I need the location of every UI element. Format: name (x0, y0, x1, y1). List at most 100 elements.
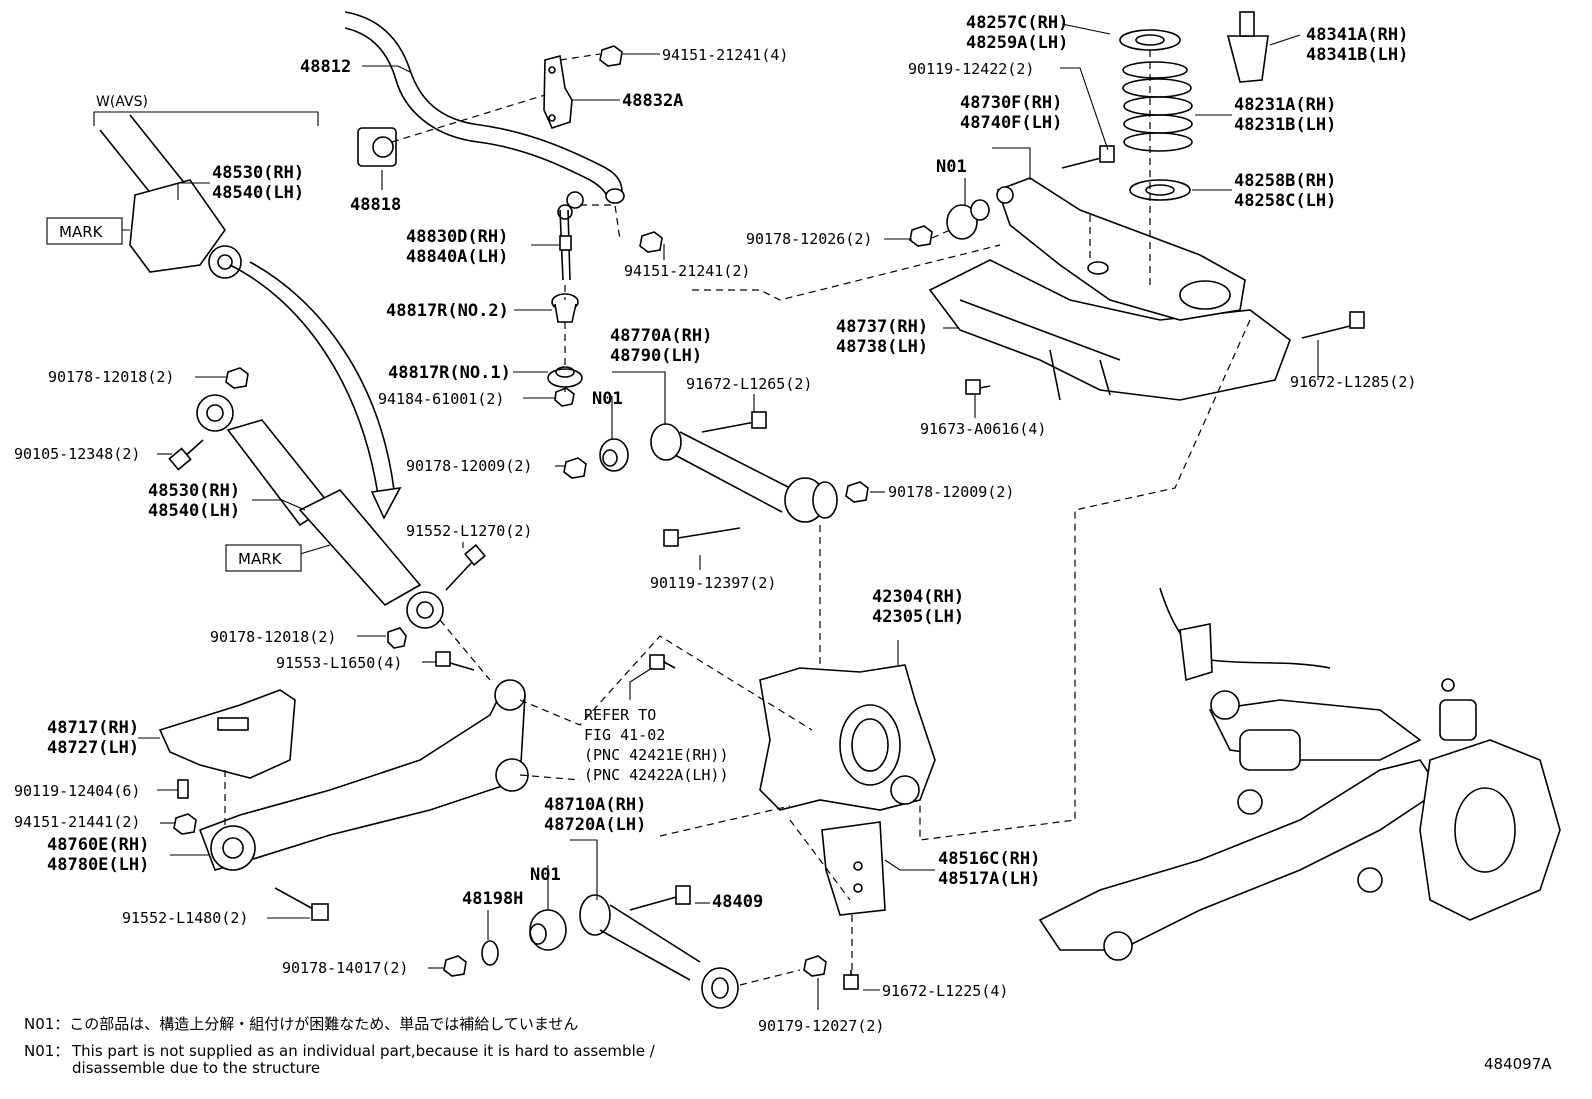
part-number-callout: 48540(LH) (212, 183, 304, 203)
part-number-callout: 48760E(RH) (47, 835, 149, 855)
callouts: 4881294151-21241(4)48832A4881848530(RH)4… (14, 13, 1416, 1035)
part-number-callout: 90178-12009(2) (406, 457, 532, 475)
part-number-callout: 48341B(LH) (1306, 45, 1408, 65)
mark-text: MARK (59, 223, 104, 241)
note-en-line2: disassemble due to the structure (72, 1059, 321, 1077)
refer-note: REFER TO FIG 41-02 (PNC 42421E(RH)) (PNC… (584, 706, 729, 784)
part-number-callout: 94184-61001(2) (378, 390, 504, 408)
part-number-callout: N01 (592, 389, 623, 409)
part-number-callout: 48737(RH) (836, 317, 928, 337)
part-number-callout: 48817R(NO.2) (386, 301, 509, 321)
part-number-callout: 91672-L1265(2) (686, 375, 812, 393)
refer-line: (PNC 42422A(LH)) (584, 766, 729, 784)
bolt (629, 885, 691, 911)
part-number-callout: 48517A(LH) (938, 869, 1040, 889)
part-number-callout: 90178-12026(2) (746, 230, 872, 248)
part-number-callout: 48840A(LH) (406, 247, 508, 267)
part-number-callout: 48780E(LH) (47, 855, 149, 875)
stabilizer-bushing (357, 127, 397, 167)
bushing-bracket (543, 54, 573, 129)
coil-spring (1122, 61, 1193, 152)
part-number-callout: 90178-12009(2) (888, 483, 1014, 501)
part-number-callout: 90178-12018(2) (48, 368, 174, 386)
mark-label-shock: MARK (225, 544, 302, 572)
washer (481, 940, 499, 966)
shock-absorber (196, 394, 444, 629)
note-jp: N01：この部品は、構造上分解・組付けが困難なため、単品では補給していません (24, 1015, 579, 1033)
bolt (435, 651, 475, 671)
nut (443, 955, 467, 977)
bolt (843, 970, 859, 990)
lower-arm (198, 679, 529, 871)
part-number-callout: 48812 (300, 57, 351, 77)
mark-label-top: MARK (46, 217, 123, 245)
part-number-callout: 48259A(LH) (966, 33, 1068, 53)
part-number-callout: 48830D(RH) (406, 227, 508, 247)
part-number-callout: 90178-12018(2) (210, 628, 336, 646)
cushion-no2 (551, 293, 579, 323)
part-number-callout: N01 (530, 865, 561, 885)
nut (909, 225, 933, 247)
part-number-callout: 48740F(LH) (960, 113, 1062, 133)
spring-insulator-lower (1129, 179, 1191, 201)
upper-arm-48730f (996, 177, 1246, 321)
nut (599, 45, 623, 67)
leader-lines (93, 23, 1319, 1010)
bolt (274, 887, 329, 921)
stabilizer-link (557, 191, 584, 281)
assembly-view (1038, 587, 1561, 961)
nut (173, 813, 197, 835)
part-number-callout: 91672-L1225(4) (882, 982, 1008, 1000)
spring-insulator-upper (1119, 29, 1181, 51)
bolt (445, 544, 486, 591)
part-number-callout: 90178-14017(2) (282, 959, 408, 977)
part-number-callout: 94151-21241(4) (662, 46, 788, 64)
part-number-callout: 91552-L1270(2) (406, 522, 532, 540)
part-number-callout: 90119-12397(2) (650, 574, 776, 592)
nut (639, 231, 663, 253)
part-number-callout: 90119-12404(6) (14, 782, 140, 800)
bolt (168, 439, 204, 471)
nut (225, 367, 249, 389)
part-number-callout: 94151-21241(2) (624, 262, 750, 280)
nut (563, 457, 587, 479)
bushing-n01 (946, 199, 990, 240)
refer-line: REFER TO (584, 706, 656, 724)
part-number-callout: 91553-L1650(4) (276, 654, 402, 672)
part-number-callout: 48516C(RH) (938, 849, 1040, 869)
part-number-callout: 48231A(RH) (1234, 95, 1336, 115)
part-number-callout: 90119-12422(2) (908, 60, 1034, 78)
nut (387, 627, 407, 649)
part-number-callout: 48832A (622, 91, 683, 111)
part-number-callout: 90179-12027(2) (758, 1017, 884, 1035)
part-number-callout: 48231B(LH) (1234, 115, 1336, 135)
part-number-callout: 91552-L1480(2) (122, 909, 248, 927)
nut (803, 955, 827, 977)
stabilizer-bar (344, 11, 625, 204)
part-number-callout: 91672-L1285(2) (1290, 373, 1416, 391)
nut (554, 387, 575, 407)
lower-arm-bracket (158, 689, 296, 779)
shock-bracket (821, 821, 886, 916)
avs-group-label: W(AVS) (96, 94, 148, 110)
note-en-prefix: N01： (24, 1042, 70, 1060)
lower-rear-arm (579, 894, 739, 1009)
upper-control-arm (650, 423, 838, 523)
part-number-callout: 48530(RH) (212, 163, 304, 183)
part-number-callout: 48341A(RH) (1306, 25, 1408, 45)
avs-shock-absorber (99, 114, 242, 279)
part-number-callout: 42304(RH) (872, 587, 964, 607)
part-number-callout: 90105-12348(2) (14, 445, 140, 463)
part-number-callout: 42305(LH) (872, 607, 964, 627)
steering-knuckle (759, 664, 936, 811)
bolt (965, 379, 991, 395)
part-number-callout: 48540(LH) (148, 501, 240, 521)
bump-stopper (1226, 11, 1269, 83)
part-number-callout: 48258C(LH) (1234, 191, 1336, 211)
pointer-arrow (229, 261, 402, 520)
part-number-callout: 48198H (462, 889, 523, 909)
part-number-callout: 48257C(RH) (966, 13, 1068, 33)
note-en-line1: This part is not supplied as an individu… (72, 1042, 655, 1060)
